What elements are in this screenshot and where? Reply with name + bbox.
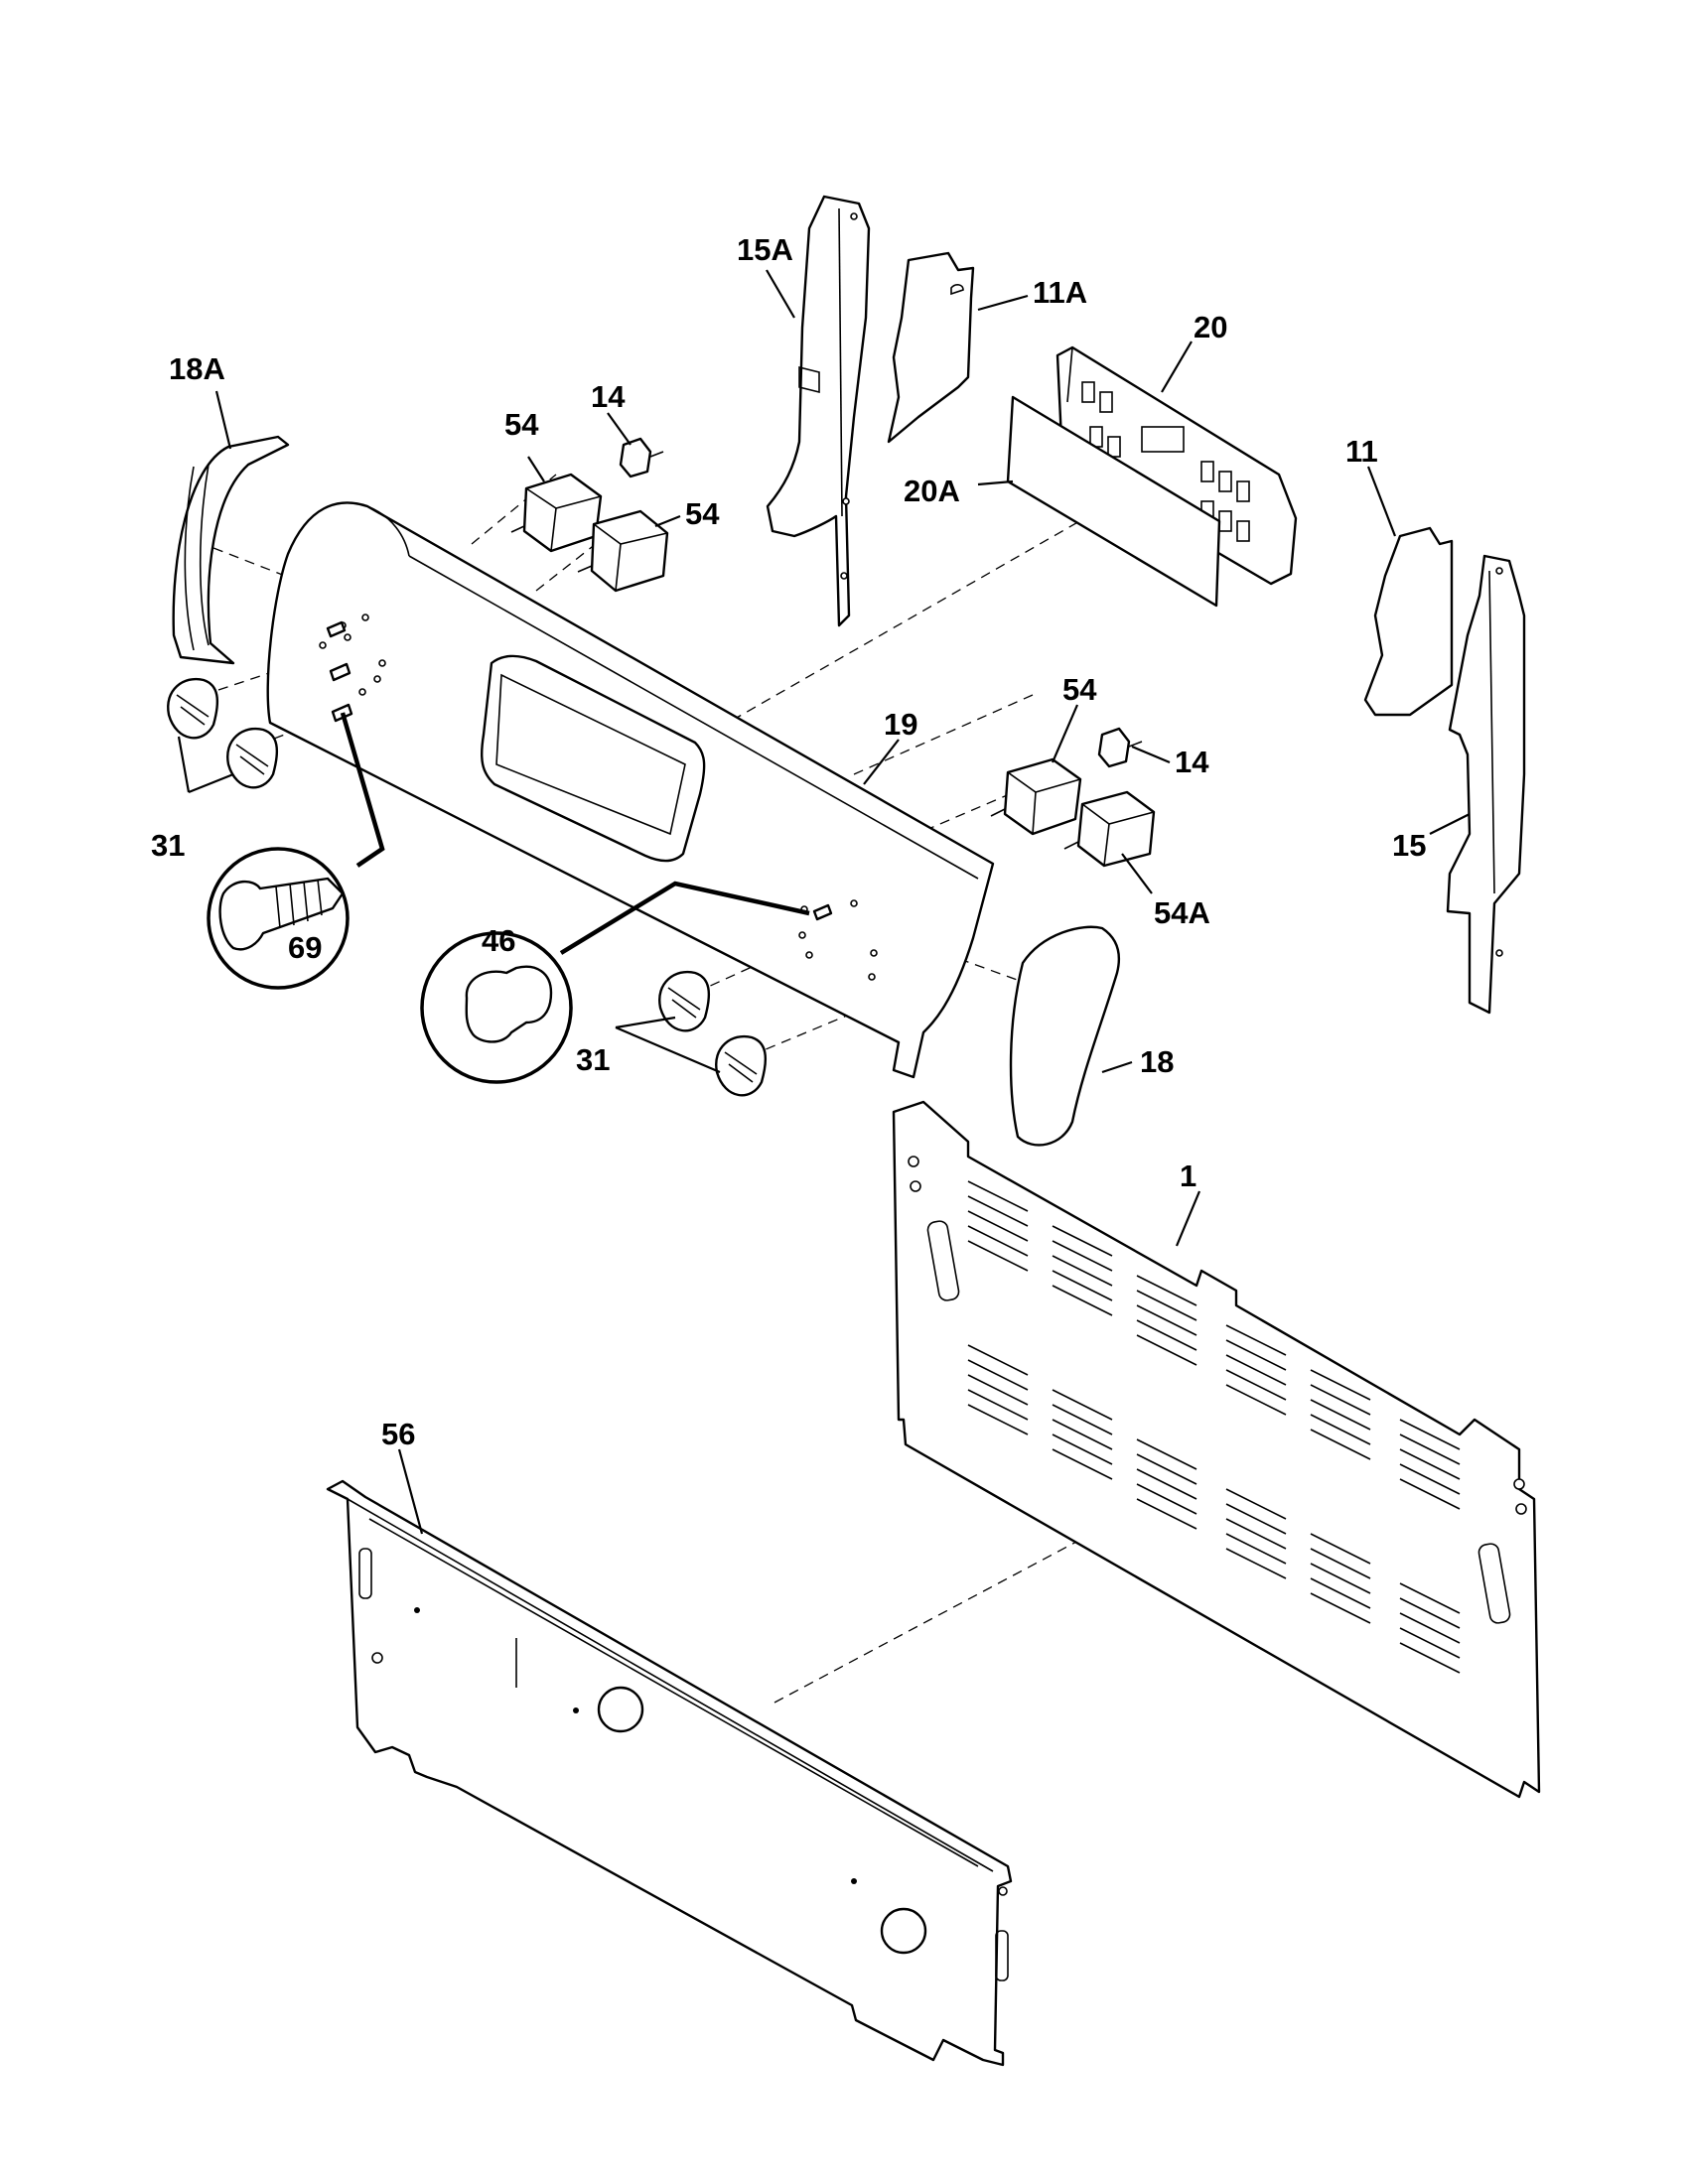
callout-69: 69: [288, 930, 322, 965]
part-56-lower-panel: [326, 1479, 1013, 2067]
part-18A-left-endcap: [172, 435, 290, 665]
callout-19: 19: [884, 707, 917, 742]
callout-31-bottom: 31: [576, 1042, 610, 1077]
vent-slots: [967, 1180, 1461, 1674]
detail-69-screw: [207, 712, 385, 990]
callout-20: 20: [1194, 310, 1227, 344]
part-20A-overlay: [1006, 395, 1221, 608]
part-14-switch-top: [619, 437, 664, 478]
part-11-heat-shield: [1363, 526, 1454, 717]
callout-1: 1: [1180, 1159, 1196, 1193]
callout-15: 15: [1392, 828, 1426, 863]
callout-labels: 15A 11A 20 18A 14 54 54 20A 11 19 54 14 …: [151, 232, 1426, 1451]
part-15-side-bracket: [1446, 554, 1526, 1015]
callout-20A: 20A: [904, 474, 960, 508]
board-display-window: [1141, 426, 1185, 453]
callout-18: 18: [1140, 1044, 1174, 1079]
callout-15A: 15A: [737, 232, 793, 267]
part-11A-heat-shield: [887, 251, 975, 444]
callout-18A: 18A: [169, 351, 225, 386]
board-connectors: [1081, 381, 1250, 542]
callout-11: 11: [1345, 434, 1378, 469]
part-31-knobs-bottom: [658, 970, 768, 1097]
callout-11A: 11A: [1033, 275, 1087, 310]
callout-54-top-2: 54: [685, 496, 720, 531]
callout-14-right: 14: [1175, 745, 1209, 779]
part-14-switch-right: [1097, 727, 1143, 768]
callout-14-top: 14: [591, 379, 626, 414]
part-1-rear-panel: [892, 1100, 1541, 1799]
detail-46-button: [420, 881, 810, 1084]
part-19-control-panel: [266, 501, 995, 1079]
part-54-switches-top: [510, 473, 669, 593]
part-54-switches-right: [990, 757, 1156, 868]
callout-54-right: 54: [1062, 672, 1097, 707]
callout-31-left: 31: [151, 828, 185, 863]
callout-46: 46: [482, 923, 515, 958]
callout-54A: 54A: [1154, 895, 1210, 930]
leader-lines: [177, 269, 1471, 1535]
part-15A-side-bracket: [766, 195, 871, 627]
part-18-right-endcap: [1009, 925, 1121, 1147]
panel-screws: [326, 620, 833, 921]
callout-54-top-1: 54: [504, 407, 539, 442]
part-31-knobs-left: [167, 677, 279, 789]
callout-56: 56: [381, 1417, 415, 1451]
